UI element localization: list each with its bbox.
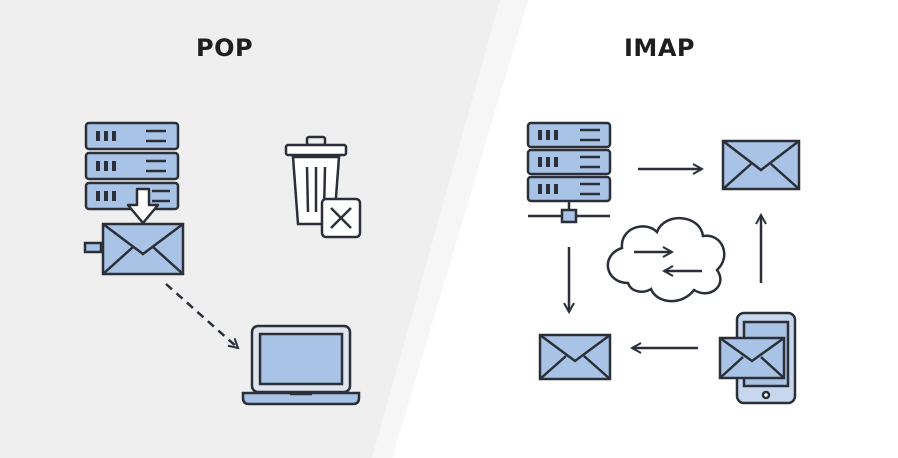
imap-server-stack-icon [526, 121, 612, 224]
imap-cloud-sync-icon [606, 216, 726, 303]
imap-title: IMAP [624, 34, 695, 62]
imap-envelope-icon-bottom [538, 333, 612, 381]
pop-down-arrow-icon [126, 187, 160, 225]
pop-dashed-arrow-icon [165, 283, 238, 348]
pop-envelope-icon [83, 222, 185, 276]
pop-title: POP [196, 34, 254, 62]
imap-smartphone-icon [718, 311, 797, 405]
pop-delete-x-icon [320, 197, 362, 239]
pop-server-stack-icon [84, 121, 180, 211]
imap-envelope-icon-top [721, 139, 801, 191]
pop-laptop-icon [241, 324, 361, 406]
